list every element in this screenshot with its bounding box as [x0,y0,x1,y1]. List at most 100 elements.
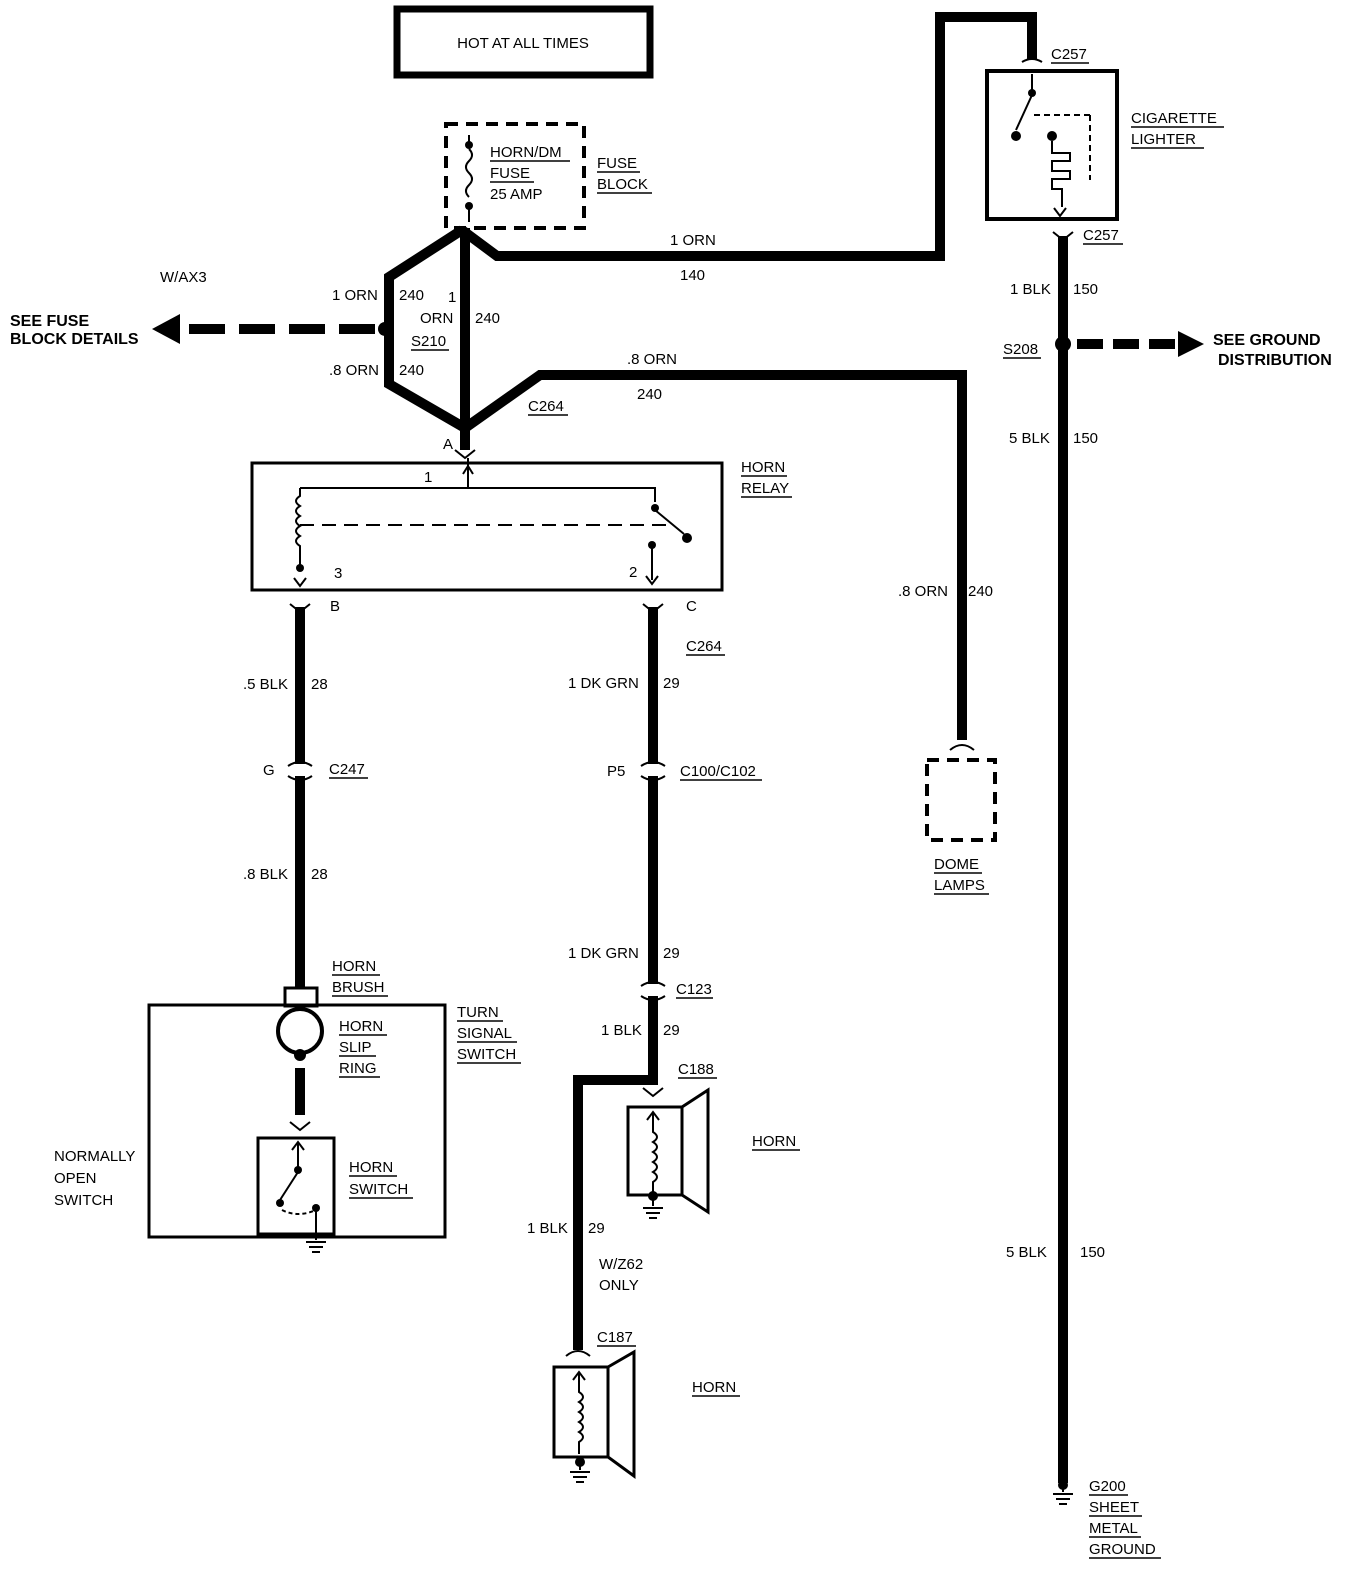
dome-feed-circuit-side: 240 [968,583,993,600]
ground-wire3-color: 5 BLK [1006,1244,1047,1261]
wire-29-blk-branch [573,1075,653,1350]
center-wire-circuit: 240 [475,310,500,327]
splice-s210 [378,322,392,336]
lighter-name-2: LIGHTER [1131,131,1196,148]
horn-wire2-circuit: 29 [663,945,680,962]
horn-relay: A 1 3 2 HORN RELAY [250,436,792,592]
relay-connector-c264: C264 [528,398,564,415]
see-fuse-block-arrow-icon [152,314,180,344]
horn2-connector: C187 [597,1329,633,1346]
fuse-name: HORN/DM [490,144,562,161]
lighter-name-1: CIGARETTE [1131,110,1217,127]
hs-wire2-color: .8 BLK [243,866,288,883]
horn-wire4-color: 1 BLK [527,1220,568,1237]
hs-connector-pin: G [263,762,275,779]
brush-2: BRUSH [332,979,385,996]
horn-relay-connector: C264 [686,638,722,655]
g200-line2: METAL [1089,1520,1138,1537]
hs-connector: C247 [329,761,365,778]
horn-connector: C100/C102 [680,763,756,780]
horn-option-1: W/Z62 [599,1256,643,1273]
normally-2: OPEN [54,1170,97,1187]
ground-wire2-circuit: 150 [1073,430,1098,447]
g200-ground-icon [1053,1480,1073,1505]
connector-a-icon [454,449,476,460]
wire-240-orn-lower [384,330,468,433]
connector-c188-icon [642,1087,664,1098]
horn-wire4-circuit: 29 [588,1220,605,1237]
horn2-ground-icon [570,1462,590,1483]
horn2: HORN [552,1349,740,1483]
terminal-c: C [686,598,697,615]
horn-connector2: C123 [676,981,712,998]
wire-upper-color: 1 ORN [332,287,378,304]
horn-slip-ring-icon [276,1007,324,1055]
slip-2: SLIP [339,1039,372,1056]
option-wax3: W/AX3 [160,269,207,286]
horn2-label: HORN [692,1379,736,1396]
horn-switch-box [256,1136,336,1236]
horn1-connector: C188 [678,1061,714,1078]
horn1-bell-icon [680,1087,710,1215]
relay-name-2: RELAY [741,480,789,497]
cigarette-lighter: C257 CIGARETTE LIGHTER C257 [985,46,1224,245]
see-ground-arrow-icon [1178,331,1204,357]
ground-wire1-circuit: 150 [1073,281,1098,298]
relay-pin2: 2 [629,564,637,581]
connector-c100-icon [639,761,667,781]
horn1: HORN [626,1087,800,1219]
fuse-block: HORN/DM FUSE 25 AMP FUSE BLOCK [444,122,652,230]
horn2-bell-icon [606,1349,636,1479]
horn-switch-ground-icon [306,1241,326,1253]
dome-connector-icon [949,744,975,751]
lighter-feed-color: 1 ORN [670,232,716,249]
fuse-block-outline [444,122,586,230]
hswitch-2: SWITCH [349,1181,408,1198]
ground-wire1-color: 1 BLK [1010,281,1051,298]
turn-signal-switch: HORN BRUSH HORN SLIP RING TURN SIGNAL SW… [54,958,521,1253]
lighter-element-icon [1051,141,1071,207]
horn1-label: HORN [752,1133,796,1150]
horn-wire3-color: 1 BLK [601,1022,642,1039]
see-ground-1: SEE GROUND [1213,332,1321,349]
fuse-line2: FUSE [490,165,530,182]
cigarette-lighter-box [985,69,1119,221]
center-wire-color: ORN [420,310,453,327]
lighter-feed-circuit: 140 [680,267,705,284]
relay-coil-icon [295,488,302,566]
fuse-block-label-2: BLOCK [597,176,648,193]
dome-feed-color-top: .8 ORN [627,351,677,368]
power-label: HOT AT ALL TIMES [457,35,589,52]
c257-top-label: C257 [1051,46,1087,63]
splice-s208 [1055,336,1071,352]
horn-brush-icon [283,986,319,1008]
connector-c123-icon [639,981,667,1001]
connector-c247-icon [286,761,314,781]
fuse-terminal-top [465,141,473,149]
horn1-coil-icon [651,1112,658,1194]
hs-wire2-circuit: 28 [311,866,328,883]
see-fuse-block-2: BLOCK DETAILS [10,331,139,348]
wire-240-orn-upper [384,225,465,330]
g200-line3: GROUND [1089,1541,1156,1558]
horn-wire3-circuit: 29 [663,1022,680,1039]
dome-lamps-box [925,758,997,842]
fuse-rating: 25 AMP [490,186,543,203]
see-fuse-block-1: SEE FUSE [10,313,89,330]
wire-140-orn [459,12,1037,261]
wire-upper-circuit: 240 [399,287,424,304]
c257-bottom-label: C257 [1083,227,1119,244]
slip-3: RING [339,1060,377,1077]
hs-wire1-circuit: 28 [311,676,328,693]
horn-switch-icon [279,1171,299,1201]
center-wire-size: 1 [448,289,456,306]
horn-wire1-color: 1 DK GRN [568,675,639,692]
fuse-block-label-1: FUSE [597,155,637,172]
relay-pin3: 3 [334,565,342,582]
horn-wire1-circuit: 29 [663,675,680,692]
terminal-b: B [330,598,340,615]
dome-feed-color-side: .8 ORN [898,583,948,600]
ground-wire3-circuit: 150 [1080,1244,1105,1261]
power-label-box [393,5,654,79]
